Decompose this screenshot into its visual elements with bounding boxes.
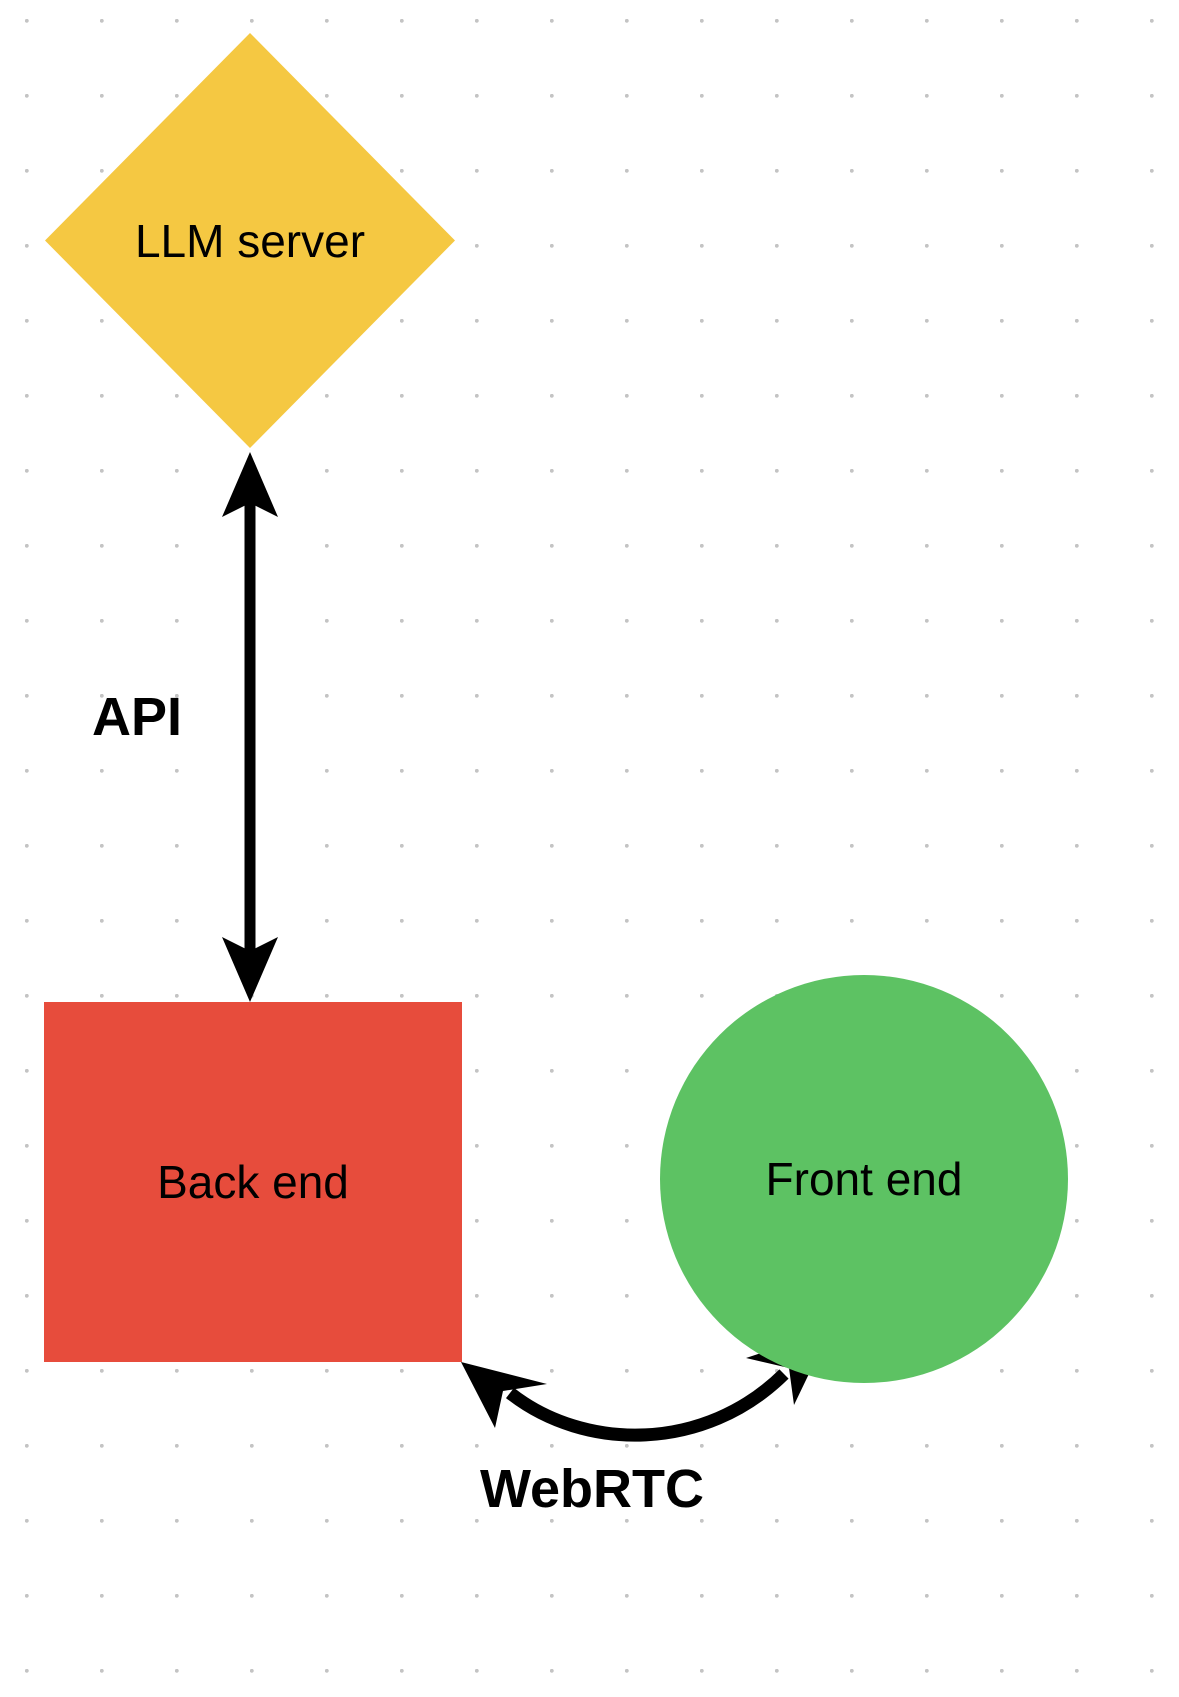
node-label-front-end: Front end [765,1153,963,1205]
edge-label-api: API [92,687,183,747]
node-back-end[interactable]: Back end [44,1002,462,1362]
node-llm-server[interactable]: LLM server [45,33,455,448]
node-label-back-end: Back end [157,1156,349,1208]
edge-label-webrtc: WebRTC [480,1459,704,1519]
api-edge-arrowhead-down [222,937,278,1002]
webrtc-edge-curve [505,1369,789,1442]
api-edge-arrowhead-up [222,452,278,517]
webrtc-edge-arrowhead-left [461,1362,547,1428]
node-front-end[interactable]: Front end [660,975,1068,1383]
diamond-shape [45,33,455,448]
api-edge[interactable] [222,452,278,1002]
